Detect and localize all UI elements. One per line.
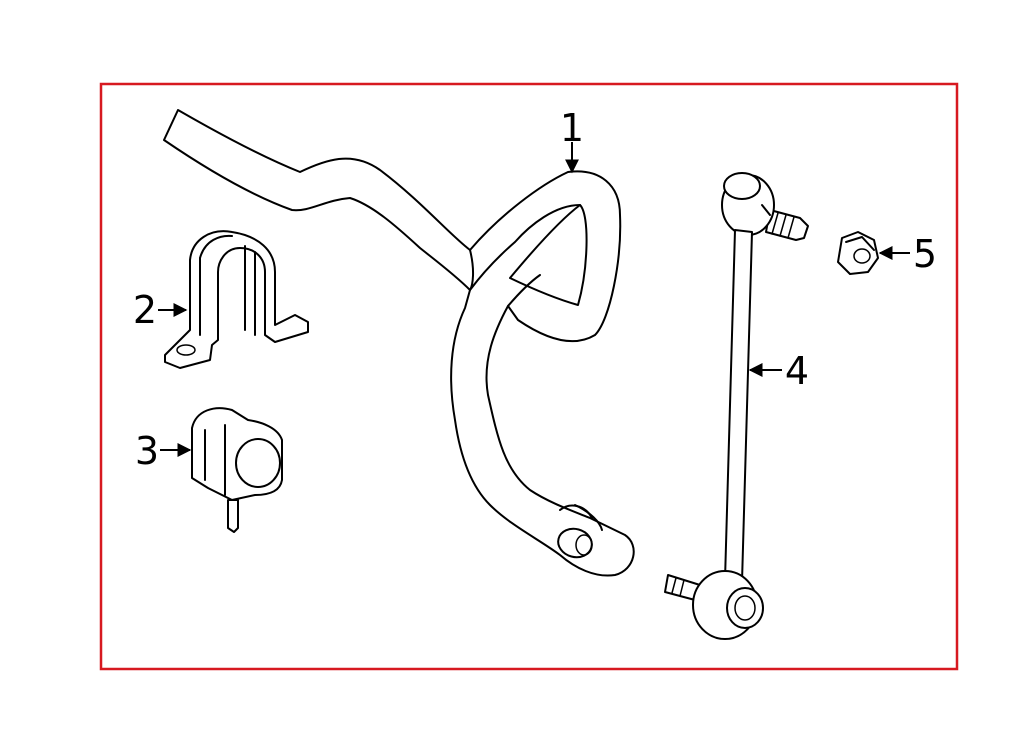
stabilizer-bar[interactable] [163,109,635,577]
callout-leaders [158,142,910,457]
callout-4: 4 [785,349,809,393]
stabilizer-bushing[interactable] [191,407,283,533]
callout-1: 1 [560,106,584,150]
stabilizer-bracket[interactable] [164,230,309,369]
callout-5: 5 [913,232,937,276]
flange-nut[interactable] [837,231,879,275]
callout-2: 2 [133,288,157,332]
stabilizer-link[interactable] [664,172,809,640]
diagram-frame [99,82,959,671]
callout-3: 3 [135,429,159,473]
